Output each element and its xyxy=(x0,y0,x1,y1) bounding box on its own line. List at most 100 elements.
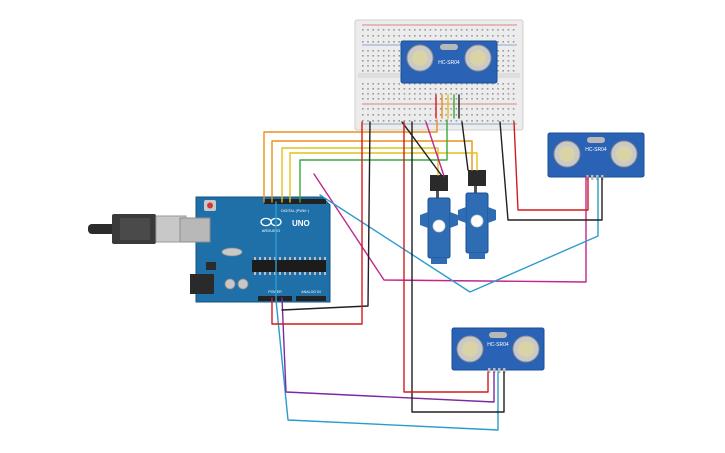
chip-pin xyxy=(324,257,326,260)
breadboard-hole xyxy=(372,41,374,43)
chip-pin xyxy=(299,257,301,260)
breadboard-hole xyxy=(414,83,416,85)
wire-orange-2 xyxy=(271,140,473,203)
breadboard-hole xyxy=(393,114,395,116)
breadboard-hole xyxy=(414,88,416,90)
breadboard-hole xyxy=(362,35,364,37)
breadboard-hole xyxy=(460,83,463,85)
breadboard-hole xyxy=(372,114,374,116)
breadboard-hole xyxy=(424,108,426,110)
breadboard-hole xyxy=(362,108,364,110)
breadboard-hole xyxy=(403,93,406,95)
breadboard-hole xyxy=(388,108,390,110)
wire-black-servo2 xyxy=(461,121,469,171)
breadboard-hole xyxy=(408,35,411,37)
breadboard-hole xyxy=(367,70,369,72)
breadboard-hole xyxy=(429,93,432,95)
breadboard-hole xyxy=(476,120,478,122)
arduino-uno-board: DIGITAL (PWM~) ARDUINO UNO POWER ANALOG … xyxy=(179,196,331,303)
chip-pin xyxy=(294,272,296,275)
chip-pin xyxy=(304,272,306,275)
breadboard-hole xyxy=(466,93,468,95)
breadboard-hole xyxy=(372,50,374,52)
breadboard-hole xyxy=(512,114,515,116)
breadboard-hole xyxy=(455,98,458,100)
breadboard-hole xyxy=(388,41,390,43)
breadboard-hole xyxy=(450,35,452,37)
servo-lead xyxy=(474,186,477,194)
breadboard-hole xyxy=(403,83,406,85)
breadboard-hole xyxy=(367,29,369,31)
breadboard-hole xyxy=(512,98,515,100)
breadboard-hole xyxy=(367,50,369,52)
breadboard-hole xyxy=(362,60,364,62)
breadboard-hole xyxy=(398,108,400,110)
breadboard-hole xyxy=(497,114,499,116)
breadboard-hole xyxy=(408,83,411,85)
breadboard-hole xyxy=(502,65,504,67)
breadboard-hole xyxy=(455,93,458,95)
reset-button xyxy=(207,202,213,209)
breadboard-hole xyxy=(414,120,416,122)
breadboard-hole xyxy=(492,93,494,95)
breadboard-hole xyxy=(455,114,458,116)
breadboard-hole xyxy=(424,93,426,95)
breadboard-hole xyxy=(408,98,411,100)
breadboard-hole xyxy=(476,88,478,90)
breadboard-hole xyxy=(481,83,484,85)
breadboard-hole xyxy=(471,114,473,116)
crystal-oscillator xyxy=(221,247,243,257)
breadboard-hole xyxy=(424,120,426,122)
breadboard-hole xyxy=(362,65,364,67)
chip-pin xyxy=(304,257,306,260)
breadboard-hole xyxy=(460,93,463,95)
breadboard-hole xyxy=(512,83,515,85)
logo-text: ARDUINO xyxy=(262,228,280,233)
breadboard-hole xyxy=(419,83,421,85)
breadboard-hole xyxy=(440,120,442,122)
breadboard-hole xyxy=(377,50,380,52)
breadboard-hole xyxy=(471,29,473,31)
breadboard-hole xyxy=(372,65,374,67)
breadboard-hole xyxy=(382,35,385,37)
breadboard-hole xyxy=(414,35,416,37)
breadboard-hole xyxy=(512,88,515,90)
wire-green-1 xyxy=(299,119,448,203)
servo-mount-right xyxy=(488,207,496,223)
breadboard-hole xyxy=(445,93,447,95)
breadboard-hole xyxy=(512,65,515,67)
breadboard-hole xyxy=(377,70,380,72)
breadboard-hole xyxy=(492,120,494,122)
breadboard-hole xyxy=(393,60,395,62)
breadboard-hole xyxy=(466,29,468,31)
breadboard-hole xyxy=(414,93,416,95)
servo-connector xyxy=(468,170,486,186)
breadboard-hole xyxy=(419,120,421,122)
breadboard-hole xyxy=(372,70,374,72)
breadboard-hole xyxy=(502,41,504,43)
breadboard-hole xyxy=(450,114,452,116)
breadboard-hole xyxy=(393,120,395,122)
breadboard-hole xyxy=(440,93,442,95)
breadboard-hole xyxy=(388,114,390,116)
breadboard-hole xyxy=(476,98,478,100)
breadboard-hole xyxy=(393,41,395,43)
wire-orange-1 xyxy=(263,119,438,203)
breadboard-hole xyxy=(481,29,484,31)
breadboard-hole xyxy=(377,60,380,62)
breadboard-hole xyxy=(481,114,484,116)
breadboard-hole xyxy=(367,120,369,122)
breadboard-hole xyxy=(398,60,400,62)
breadboard-hole xyxy=(486,88,489,90)
breadboard-hole xyxy=(372,120,374,122)
breadboard-hole xyxy=(419,93,421,95)
breadboard-hole xyxy=(460,98,463,100)
breadboard-hole xyxy=(362,98,364,100)
breadboard-hole xyxy=(419,108,421,110)
breadboard-hole xyxy=(429,120,432,122)
wire-cyan-sensor2 xyxy=(319,177,599,293)
breadboard-hole xyxy=(497,98,499,100)
servo-connector xyxy=(430,175,448,191)
breadboard-hole xyxy=(450,88,452,90)
capacitor-1 xyxy=(224,278,236,290)
